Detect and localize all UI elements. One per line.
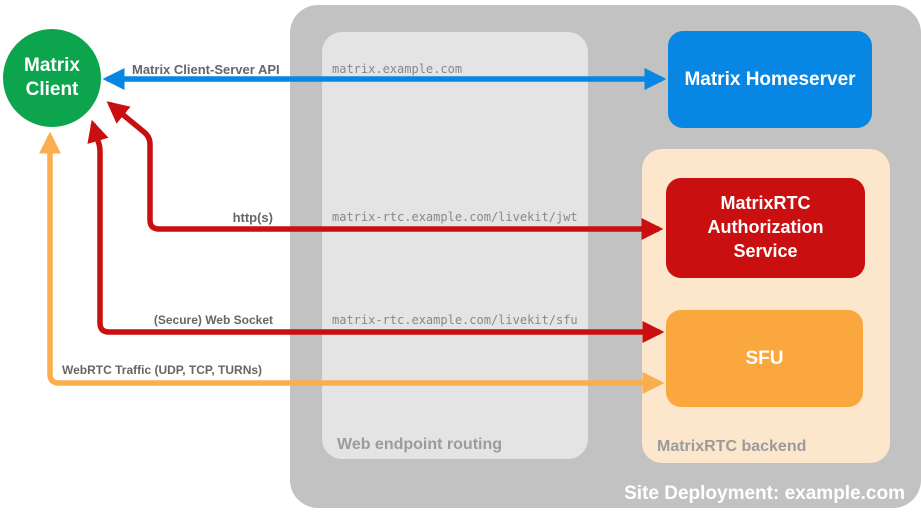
matrixrtc-backend-zone-label: MatrixRTC backend xyxy=(657,438,807,455)
web-socket-edge-label: (Secure) Web Socket xyxy=(153,313,273,327)
jwt-endpoint-url: matrix-rtc.example.com/livekit/jwt xyxy=(332,210,578,224)
homeserver-endpoint-url: matrix.example.com xyxy=(332,62,463,76)
sfu-endpoint-url: matrix-rtc.example.com/livekit/sfu xyxy=(332,313,578,327)
matrix-client-node: Matrix Client xyxy=(3,29,101,127)
client-server-api-edge-label: Matrix Client-Server API xyxy=(132,62,280,77)
matrix-client-label: Matrix Client xyxy=(24,55,80,100)
https-edge-label: http(s) xyxy=(232,210,273,225)
web-endpoint-routing-zone xyxy=(322,32,588,459)
sfu-label: SFU xyxy=(745,347,784,369)
sfu-node: SFU xyxy=(666,310,863,407)
matrix-homeserver-node: Matrix Homeserver xyxy=(668,31,872,128)
web-endpoint-routing-zone-label: Web endpoint routing xyxy=(337,436,503,453)
matrixrtc-authorization-service-label: MatrixRTC Authorization Service xyxy=(707,193,824,261)
matrixrtc-authorization-service-node: MatrixRTC Authorization Service xyxy=(666,178,865,278)
webrtc-traffic-edge-label: WebRTC Traffic (UDP, TCP, TURNs) xyxy=(62,363,263,377)
site-deployment-title: Site Deployment: example.com xyxy=(624,483,905,504)
matrix-homeserver-label: Matrix Homeserver xyxy=(684,68,856,90)
